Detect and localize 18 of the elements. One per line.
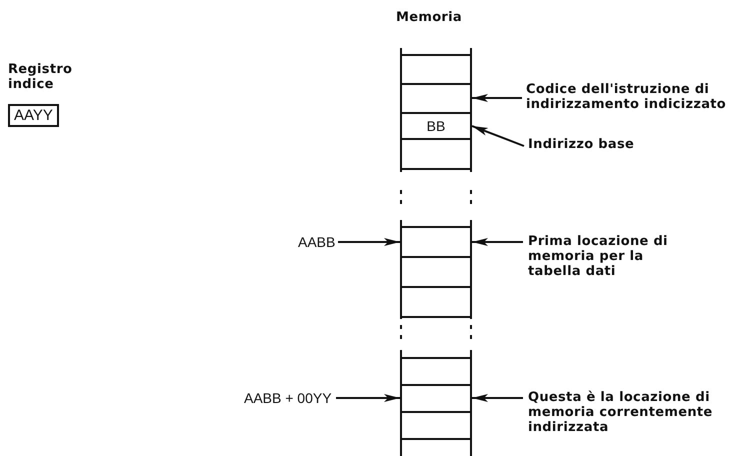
arrow bbox=[472, 125, 524, 147]
arrow bbox=[472, 94, 522, 102]
callout-text: Codice dell'istruzione di indirizzamento indicizzato bbox=[526, 82, 746, 112]
arrow bbox=[472, 238, 523, 246]
arrow bbox=[472, 394, 523, 402]
callout-text: Questa è la locazione di memoria correntemente indirizzata bbox=[528, 390, 750, 435]
address-label: AABB + 00YY bbox=[244, 390, 332, 406]
arrow bbox=[336, 394, 400, 402]
callout-text: Prima locazione di memoria per la tabella dati bbox=[528, 234, 678, 279]
arrow bbox=[338, 238, 400, 246]
memory-cell bbox=[400, 286, 472, 318]
callout-text: Indirizzo base bbox=[528, 137, 728, 152]
register-box: AAYY bbox=[8, 104, 59, 127]
memory-cell bbox=[400, 138, 472, 170]
register-label: Registro indice bbox=[8, 62, 74, 92]
memory-cell bbox=[400, 411, 472, 440]
address-label: AABB bbox=[298, 234, 336, 250]
memory-heading: Memoria bbox=[396, 10, 462, 25]
